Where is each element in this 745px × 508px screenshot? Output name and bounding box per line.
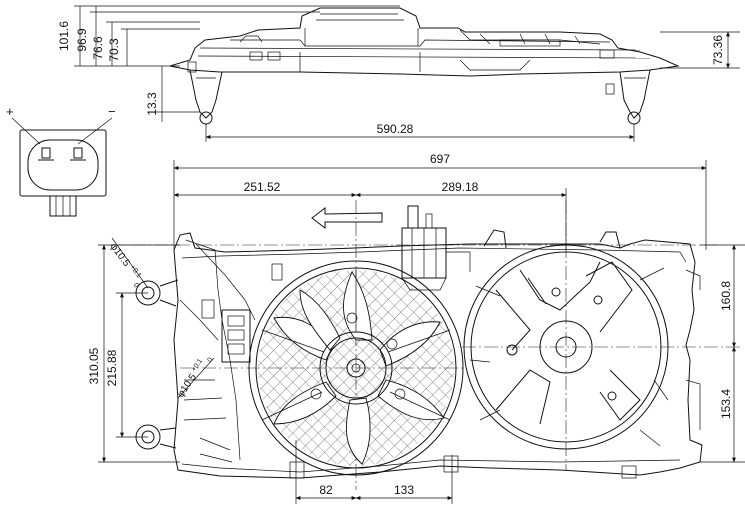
dim-right-vertical: 160.8 153.4 — [700, 244, 745, 463]
svg-text:φ10.5 +0.1 0: φ10.5 +0.1 0 — [172, 350, 215, 401]
svg-text:φ10.5 +0.1 0: φ10.5 +0.1 0 — [105, 239, 149, 290]
dim-bottom: 82 133 — [295, 440, 453, 504]
dim-133: 133 — [394, 483, 414, 497]
dim-101-6: 101.6 — [57, 21, 71, 51]
top-view-left-dimensions: 101.6 96.9 76.6 70.3 13.3 — [57, 5, 400, 122]
dim-73-36: 73.36 — [711, 35, 725, 65]
dim-160-8: 160.8 — [719, 281, 733, 311]
hole-top-diameter: φ10.5 — [108, 241, 132, 269]
rotation-direction-arrow — [311, 206, 383, 230]
dim-153-4: 153.4 — [719, 389, 733, 419]
minus-symbol: − — [108, 104, 116, 119]
shroud-outline — [135, 205, 703, 479]
dim-215-88: 215.88 — [105, 349, 119, 386]
dim-310-05: 310.05 — [87, 347, 101, 384]
hole-callout-top: φ10.5 +0.1 0 — [105, 237, 149, 290]
dim-left-vertical: 310.05 215.88 — [87, 244, 180, 463]
dim-76-6: 76.6 — [91, 36, 105, 60]
dim-289-18: 289.18 — [442, 180, 479, 194]
hole-top-tolerance: +0.1 — [129, 264, 143, 279]
dim-center-distances: 251.52 289.18 — [173, 180, 567, 250]
dim-96-9: 96.9 — [75, 28, 89, 52]
hole-bottom-diameter: φ10.5 — [175, 372, 199, 400]
hole-bottom-tolerance-lower: 0 — [207, 357, 215, 364]
dim-13-3: 13.3 — [145, 92, 159, 116]
hole-callout-bottom: φ10.5 +0.1 0 — [172, 350, 215, 401]
dim-70-3: 70.3 — [107, 38, 121, 62]
dim-overall-width: 697 — [173, 152, 707, 250]
front-view: 697 251.52 289.18 310.05 — [87, 152, 745, 504]
left-fan — [248, 260, 464, 476]
top-view-right-dimension: 73.36 — [660, 31, 740, 69]
connector-detail: + − — [6, 104, 116, 217]
top-view-bottom-dimension: 590.28 — [205, 122, 635, 142]
top-view: 101.6 96.9 76.6 70.3 13.3 — [57, 5, 740, 142]
dim-697: 697 — [430, 152, 450, 166]
right-fan-housing — [463, 244, 669, 450]
fan-blades — [273, 271, 445, 465]
plus-symbol: + — [6, 104, 14, 119]
dim-251-52: 251.52 — [244, 180, 281, 194]
hole-top-tolerance-lower: 0 — [132, 282, 140, 289]
dim-82: 82 — [319, 483, 333, 497]
dim-590-28: 590.28 — [377, 122, 414, 136]
top-view-shroud — [169, 7, 680, 125]
